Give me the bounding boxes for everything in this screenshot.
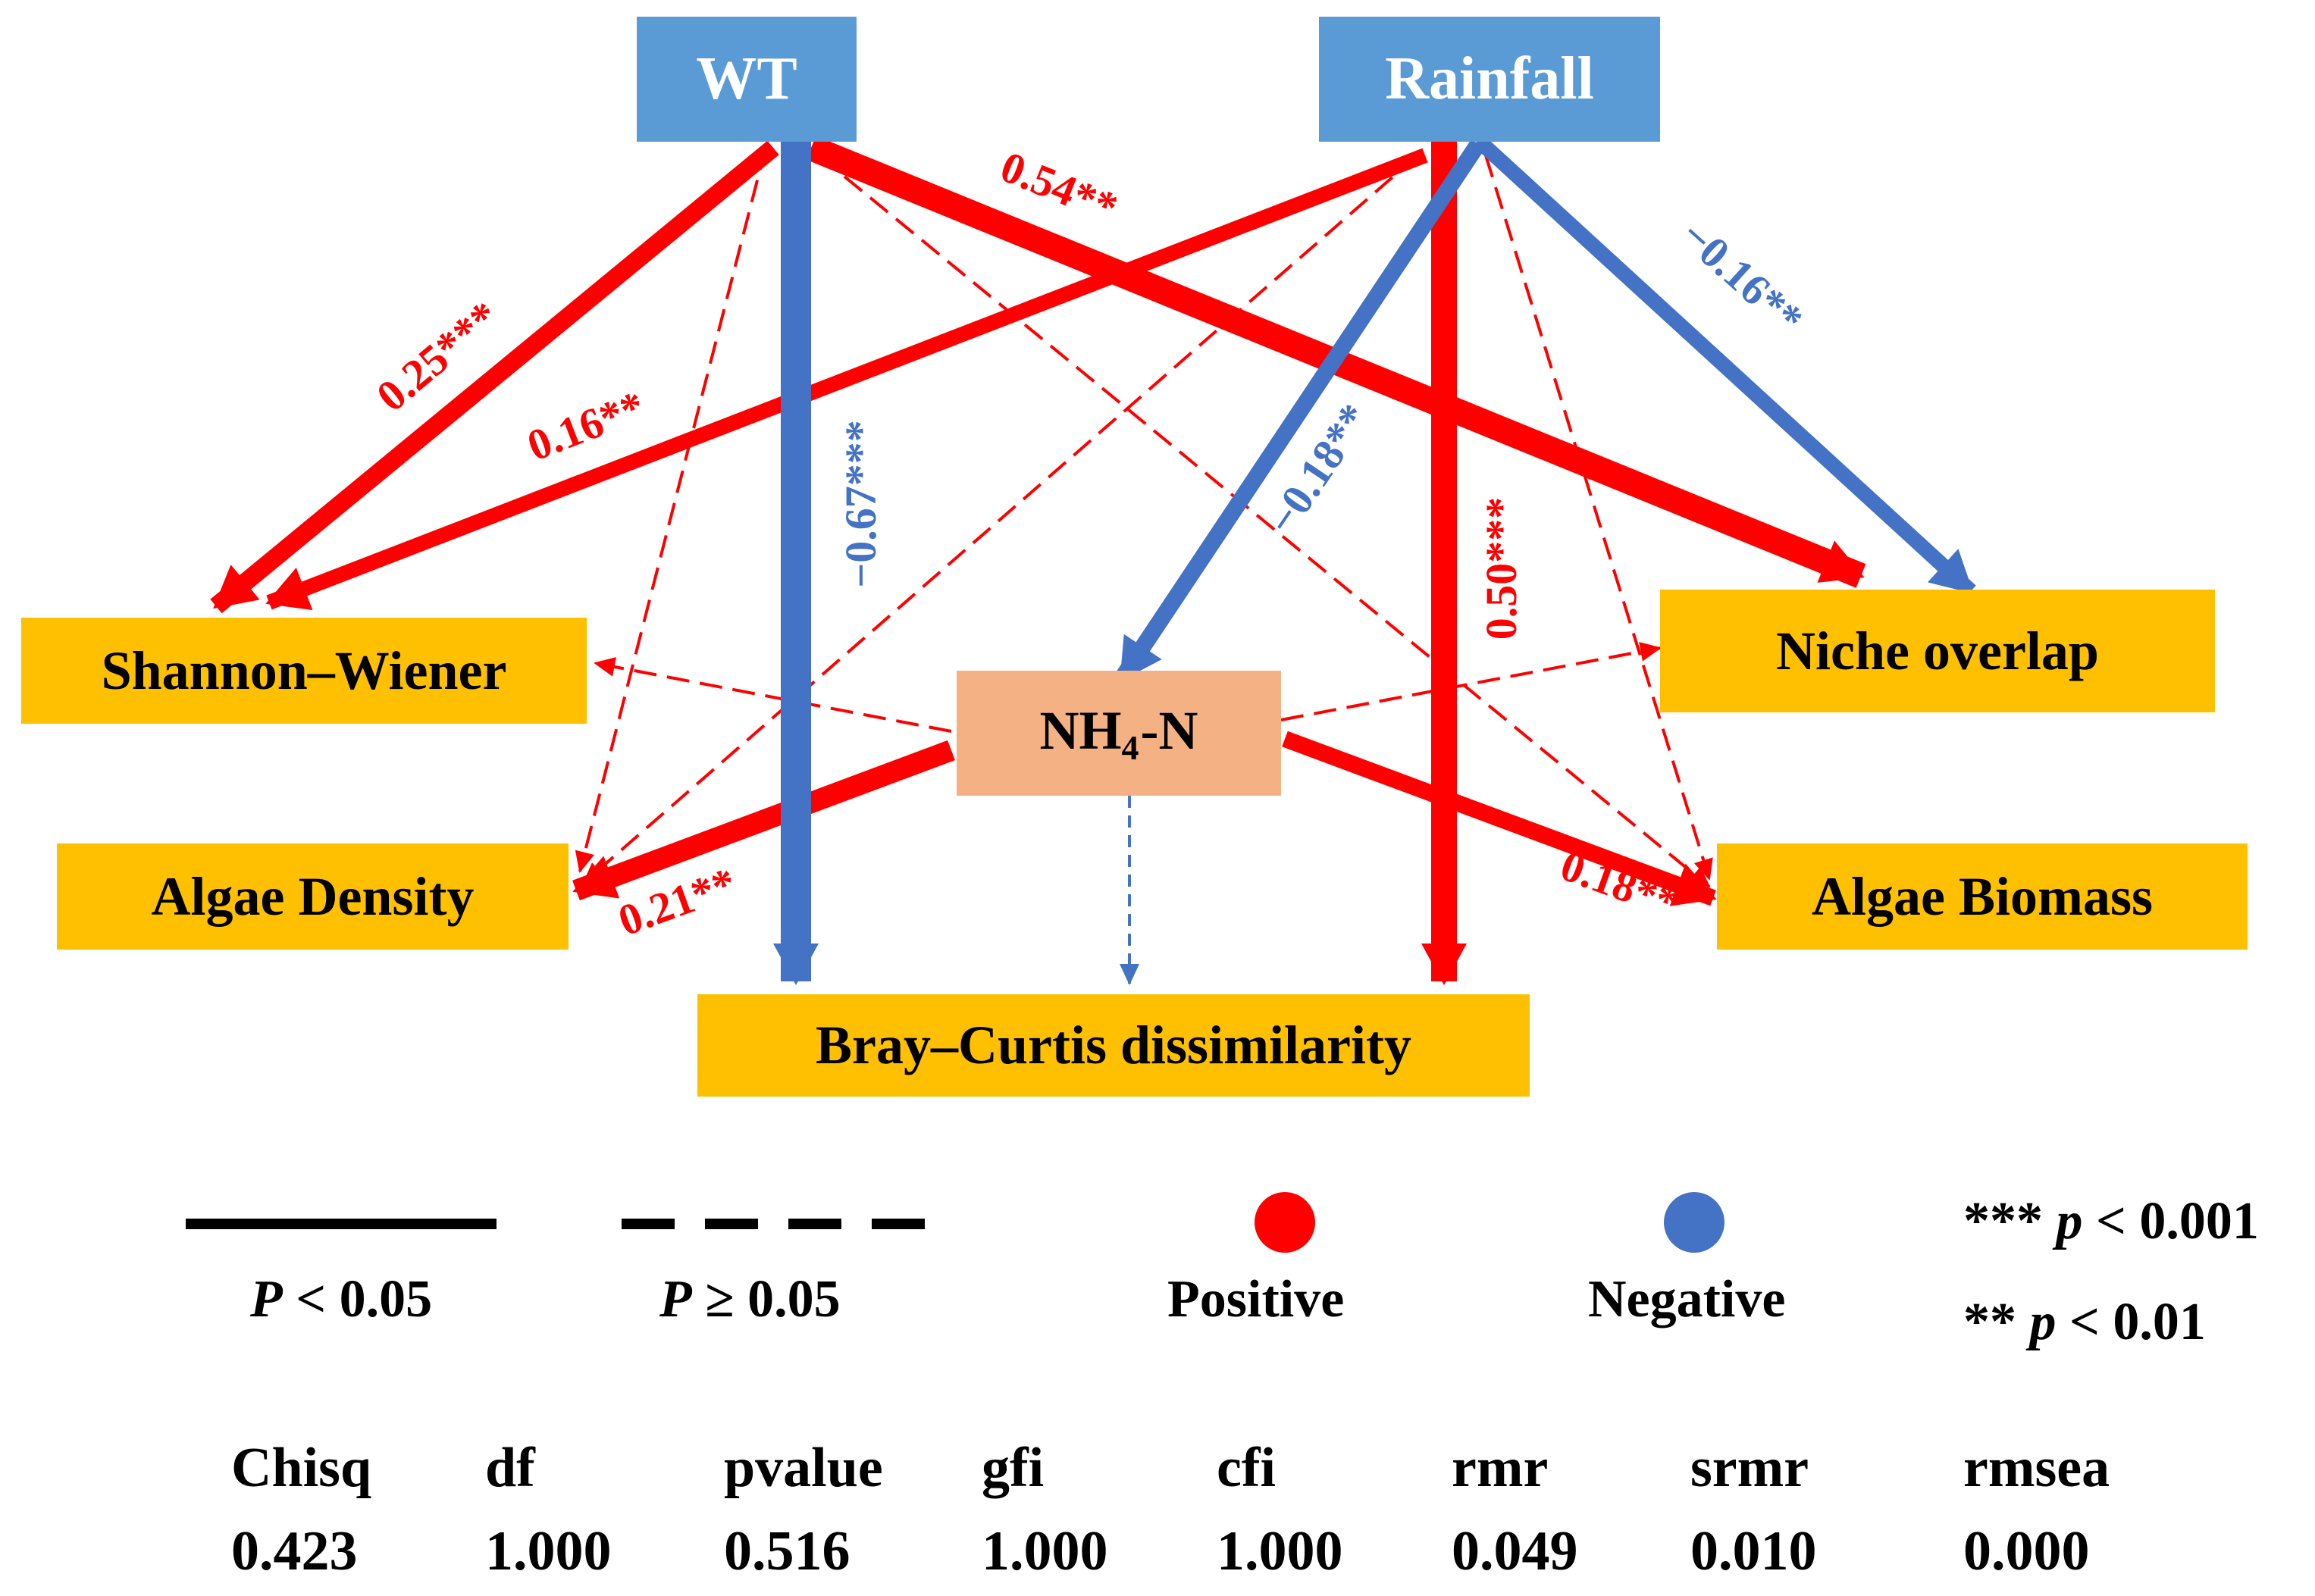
node-nh4-n-label: NH4-N [1039,699,1198,767]
node-wt: WT [637,17,857,142]
node-algae-biomass: Algae Biomass [1717,843,2248,950]
legend-negative-label: Negative [1588,1270,1786,1328]
fit-label-pvalue: pvalue [724,1437,883,1499]
coef-rainfall-niche: −0.16** [1671,210,1813,344]
node-rainfall-label: Rainfall [1385,45,1594,112]
coef-wt-shannon: 0.25*** [367,292,508,421]
fit-label-gfi: gfi [982,1437,1045,1499]
node-niche-overlap-label: Niche overlap [1776,620,2099,681]
path-rainfall-shannon [265,148,1428,610]
fit-value-pvalue: 0.516 [724,1520,851,1582]
legend-p01: ** p < 0.01 [1963,1293,2206,1351]
legend-negative-dot [1664,1192,1725,1253]
fit-value-gfi: 1.000 [982,1520,1108,1582]
path-nh4-niche [1280,642,1662,721]
node-algae-density-label: Algae Density [151,865,475,927]
path-rainfall-algae-density [582,154,1419,884]
coef-wt-bray: −0.67*** [836,420,885,588]
fit-label-cfi: cfi [1217,1437,1277,1499]
fit-value-df: 1.000 [485,1520,612,1582]
legend-positive-label: Positive [1167,1270,1345,1328]
path-nh4-density [572,740,955,901]
path-rainfall-niche [1473,134,1976,597]
path-wt-shannon [210,140,779,614]
node-bray-curtis: Bray–Curtis dissimilarity [697,994,1530,1097]
node-algae-density: Algae Density [57,843,569,950]
fit-value-rmr: 0.049 [1452,1520,1578,1582]
fit-label-df: df [485,1437,535,1499]
fit-value-rmsea: 0.000 [1963,1520,2090,1582]
path-rainfall-algae-biomass [1484,155,1713,881]
path-nh4-shannon [594,657,952,733]
fit-label-chisq: Chisq [231,1437,372,1499]
fit-value-chisq: 0.423 [231,1520,358,1582]
node-algae-biomass-label: Algae Biomass [1812,865,2153,927]
coef-rainfall-bray: 0.50*** [1477,497,1526,640]
fit-label-rmr: rmr [1452,1437,1549,1499]
coef-rainfall-nh4: −0.18** [1257,395,1380,543]
node-wt-label: WT [696,45,797,112]
path-wt-algae-biomass [817,154,1711,888]
legend-significant-label: P < 0.05 [250,1270,433,1328]
fit-value-cfi: 1.000 [1217,1520,1343,1582]
node-rainfall: Rainfall [1319,17,1660,142]
legend-p001: *** p < 0.001 [1963,1192,2259,1250]
node-bray-curtis-label: Bray–Curtis dissimilarity [816,1015,1411,1075]
fit-label-srmr: srmr [1690,1437,1809,1499]
fit-label-rmsea: rmsea [1963,1437,2110,1499]
path-nh4-biomass [1282,731,1717,906]
fit-value-srmr: 0.010 [1690,1520,1817,1582]
node-shannon-wiener-label: Shannon–Wiener [101,640,507,701]
legend-nonsignificant-label: P ≥ 0.05 [659,1270,841,1328]
node-niche-overlap: Niche overlap [1660,590,2215,712]
node-shannon-wiener: Shannon–Wiener [21,618,587,724]
path-rainfall-nh4 [1114,139,1486,684]
node-nh4-n: NH4-N [957,671,1281,796]
legend-positive-dot [1255,1192,1315,1253]
path-wt-algae-density [575,147,767,873]
coef-nh4-biomass: 0.18** [1555,840,1685,928]
